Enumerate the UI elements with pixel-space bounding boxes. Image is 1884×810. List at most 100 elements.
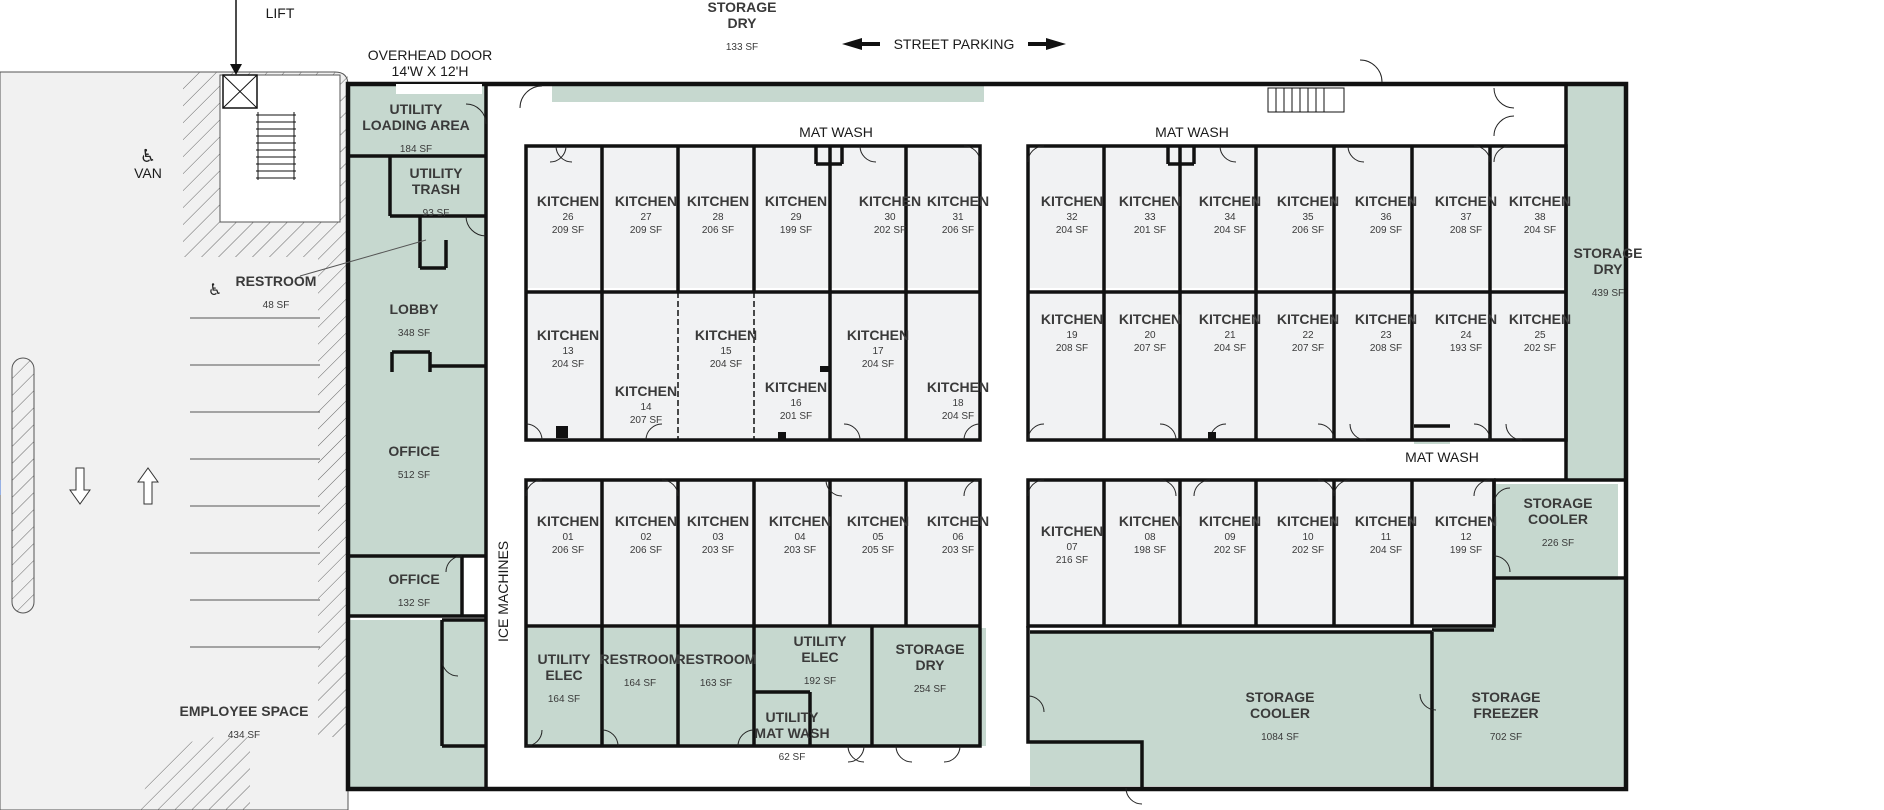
kitchen-area: 204 SF: [1214, 343, 1246, 354]
walls: [345, 81, 1629, 792]
overhead-door-label: OVERHEAD DOOR: [368, 47, 492, 63]
kitchen-label: KITCHEN: [537, 327, 599, 343]
kitchen-label: KITCHEN: [1355, 311, 1417, 327]
lobby-area: 348 SF: [398, 328, 430, 339]
kitchen-number: 05: [872, 532, 884, 543]
utility-elec-area: 164 SF: [548, 694, 580, 705]
parking-area: ♿ ♿: [0, 0, 349, 810]
street-parking-label: STREET PARKING: [894, 36, 1015, 52]
kitchen-area: 199 SF: [1450, 545, 1482, 556]
arrow-right-icon: [1028, 38, 1066, 50]
arrow-up-icon: [137, 467, 159, 505]
kitchen-area: 206 SF: [552, 545, 584, 556]
storage-dry-3-area: 439 SF: [1592, 288, 1624, 299]
kitchen-area: 204 SF: [710, 359, 742, 370]
kitchen-label: KITCHEN: [1041, 193, 1103, 209]
kitchen-label: KITCHEN: [847, 327, 909, 343]
kitchen-area: 206 SF: [942, 225, 974, 236]
kitchen-area: 208 SF: [1370, 343, 1402, 354]
kitchen-area: 209 SF: [552, 225, 584, 236]
kitchen-number: 33: [1144, 212, 1156, 223]
storage-freezer-label: STORAGE: [1472, 689, 1541, 705]
utility-elec-2-label-line2: ELEC: [801, 649, 838, 665]
kitchen-label: KITCHEN: [927, 513, 989, 529]
kitchen-area: 209 SF: [1370, 225, 1402, 236]
storage-cooler-label-line2: COOLER: [1528, 511, 1588, 527]
utility-loading-area-label: UTILITY: [390, 101, 444, 117]
kitchen-area: 208 SF: [1450, 225, 1482, 236]
storage-dry-2-label-line2: DRY: [915, 657, 945, 673]
storage-cooler-label: STORAGE: [1524, 495, 1593, 511]
kitchen-number: 20: [1144, 330, 1156, 341]
annotations: LIFT OVERHEAD DOOR 14'W X 12'H STREET PA…: [134, 5, 1066, 181]
kitchen-number: 22: [1302, 330, 1314, 341]
kitchen-area: 207 SF: [1134, 343, 1166, 354]
kitchen-label: KITCHEN: [1435, 311, 1497, 327]
storage-dry-2-label: STORAGE: [896, 641, 965, 657]
kitchen-number: 25: [1534, 330, 1546, 341]
kitchen-area: 203 SF: [942, 545, 974, 556]
kitchen-number: 07: [1066, 542, 1078, 553]
utility-trash-label-line2: TRASH: [412, 181, 460, 197]
kitchen-number: 29: [790, 212, 802, 223]
utility-mat-wash-label: UTILITY: [766, 709, 820, 725]
kitchen-label: KITCHEN: [1509, 311, 1571, 327]
restroom-left-area: 164 SF: [624, 678, 656, 689]
storage-dry-2-area: 254 SF: [914, 684, 946, 695]
kitchen-label: KITCHEN: [765, 193, 827, 209]
kitchen-number: 32: [1066, 212, 1078, 223]
kitchen-area: 203 SF: [784, 545, 816, 556]
utility-loading-area-label-line2: LOADING AREA: [362, 117, 470, 133]
kitchen-label: KITCHEN: [1199, 513, 1261, 529]
restroom-label: RESTROOM: [236, 273, 317, 289]
arrow-down-icon: [69, 467, 91, 505]
kitchen-label: KITCHEN: [1199, 311, 1261, 327]
kitchen-number: 23: [1380, 330, 1392, 341]
kitchen-area: 204 SF: [1056, 225, 1088, 236]
kitchen-number: 18: [952, 398, 964, 409]
kitchen-label: KITCHEN: [615, 193, 677, 209]
parking-hatch-strip: [318, 257, 346, 737]
kitchen-label: KITCHEN: [687, 513, 749, 529]
kitchen-label: KITCHEN: [1355, 513, 1417, 529]
kitchen-number: 28: [712, 212, 724, 223]
storage-dry-3-label: STORAGE: [1574, 245, 1643, 261]
kitchen-number: 10: [1302, 532, 1314, 543]
kitchen-number: 35: [1302, 212, 1314, 223]
kitchen-label: KITCHEN: [1277, 513, 1339, 529]
kitchen-label: KITCHEN: [1119, 193, 1181, 209]
kitchen-label: KITCHEN: [537, 193, 599, 209]
kitchen-label: KITCHEN: [1435, 193, 1497, 209]
lift-label: LIFT: [266, 5, 295, 21]
kitchen-number: 03: [712, 532, 724, 543]
accessible-parking-icon: ♿: [140, 146, 156, 167]
storage-dry-3-label-line2: DRY: [1593, 261, 1623, 277]
kitchen-area: 206 SF: [1292, 225, 1324, 236]
kitchen-number: 26: [562, 212, 574, 223]
parking-hatch-island: [11, 357, 35, 614]
restroom-icon: ♿: [208, 280, 222, 299]
mat-wash-label-2: MAT WASH: [1155, 124, 1229, 140]
arrow-left-icon: [842, 38, 880, 50]
kitchen-label: KITCHEN: [1509, 193, 1571, 209]
kitchen-number: 16: [790, 398, 802, 409]
restroom-area: 48 SF: [263, 300, 290, 311]
kitchen-number: 12: [1460, 532, 1472, 543]
utility-trash-label: UTILITY: [410, 165, 464, 181]
kitchen-area: 209 SF: [630, 225, 662, 236]
kitchen-label: KITCHEN: [927, 193, 989, 209]
kitchen-number: 04: [794, 532, 806, 543]
kitchen-number: 02: [640, 532, 652, 543]
kitchen-label: KITCHEN: [1119, 513, 1181, 529]
kitchen-area: 201 SF: [1134, 225, 1166, 236]
kitchen-label: KITCHEN: [765, 379, 827, 395]
kitchen-area: 204 SF: [862, 359, 894, 370]
kitchen-number: 37: [1460, 212, 1472, 223]
kitchen-number: 38: [1534, 212, 1546, 223]
kitchen-area: 204 SF: [1214, 225, 1246, 236]
kitchen-area: 204 SF: [1524, 225, 1556, 236]
kitchen-label: KITCHEN: [1277, 193, 1339, 209]
kitchen-label: KITCHEN: [1277, 311, 1339, 327]
